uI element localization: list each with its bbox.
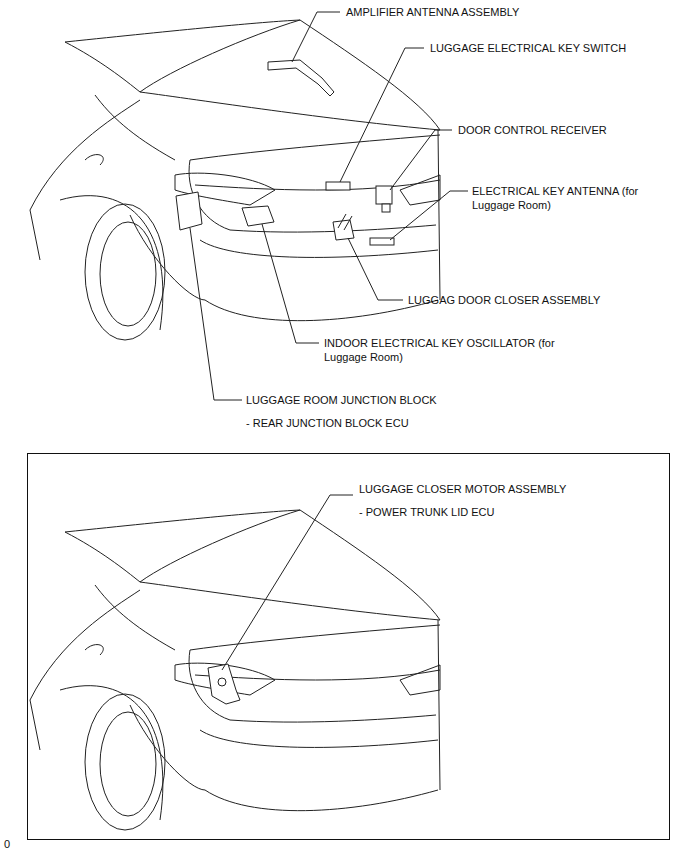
figure-code: 0 [4, 837, 10, 851]
part-label: LUGGAGE ELECTRICAL KEY SWITCH [430, 41, 626, 55]
part-label: LUGGAGE CLOSER MOTOR ASSEMBLY [359, 482, 566, 496]
part-label: INDOOR ELECTRICAL KEY OSCILLATOR (for Lu… [324, 336, 594, 364]
part-label: ELECTRICAL KEY ANTENNA (for Luggage Room… [472, 184, 672, 212]
inset-frame: LUGGAGE CLOSER MOTOR ASSEMBLY - POWER TRU… [27, 453, 670, 840]
sub-part-label: - REAR JUNCTION BLOCK ECU [246, 416, 409, 430]
part-label: AMPLIFIER ANTENNA ASSEMBLY [346, 5, 519, 19]
part-label: LUGGAG DOOR CLOSER ASSEMBLY [408, 293, 600, 307]
sub-part-label: - POWER TRUNK LID ECU [359, 505, 494, 519]
part-label: DOOR CONTROL RECEIVER [458, 123, 607, 137]
part-label: LUGGAGE ROOM JUNCTION BLOCK [246, 393, 437, 407]
